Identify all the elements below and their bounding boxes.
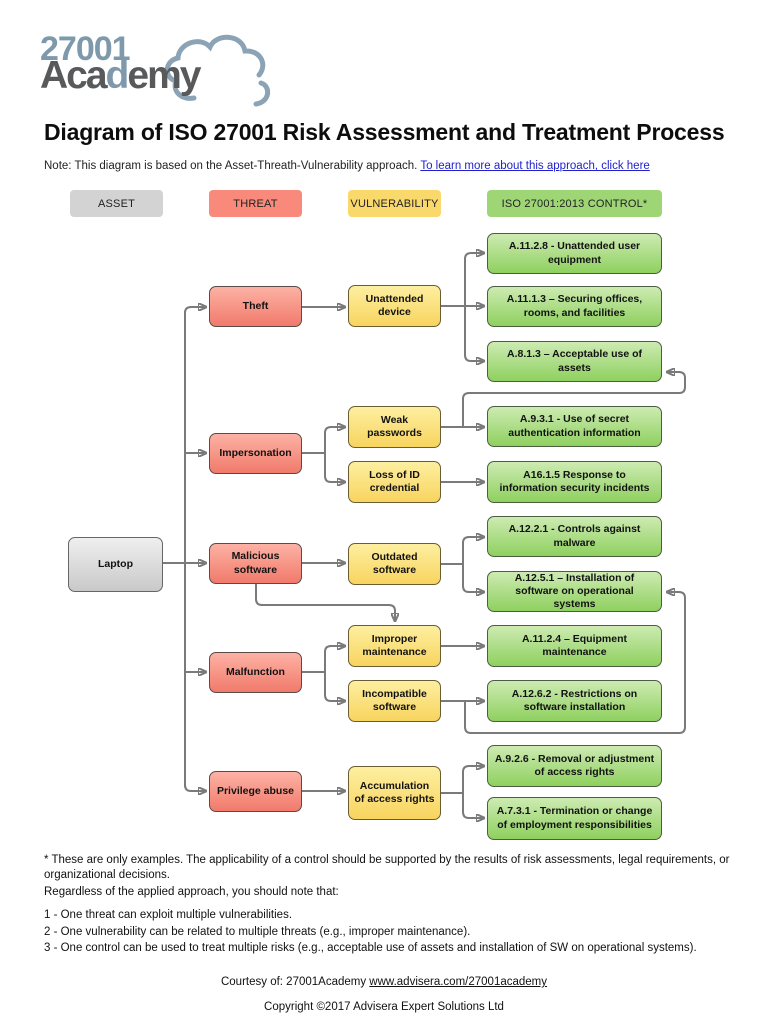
node-a-9-3-1: A.9.3.1 - Use of secret authentication i… [487,406,662,447]
connector-malfunction-to-incompatible [324,672,345,701]
node-malicious-software: Malicious software [209,543,302,584]
connector-outdated-to-a1221 [462,537,484,564]
connector-trunk-to-privilege-abuse [184,784,206,791]
column-header-threat: THREAT [209,190,302,217]
connector-accumulation-to-a731 [462,793,484,818]
node-a-12-5-1: A.12.5.1 – Installation of software on o… [487,571,662,612]
logo-27001: 27001 [40,30,131,68]
node-theft: Theft [209,286,302,327]
node-a-11-2-4: A.11.2.4 – Equipment maintenance [487,625,662,667]
node-laptop: Laptop [68,537,163,592]
connector-accumulation-to-a926 [462,766,484,793]
learn-more-link[interactable]: To learn more about this approach, click… [420,160,650,172]
node-privilege-abuse: Privilege abuse [209,771,302,812]
connector-unattended-to-a813 [464,306,484,361]
connector-impersonation-to-loss-of-id [324,453,345,482]
logo: 27001 Academy [40,28,290,108]
node-a-12-6-2: A.12.6.2 - Restrictions on software inst… [487,680,662,722]
node-accumulation-of-access-rights: Accumulation of access rights [348,766,441,820]
footnote-list: 1 - One threat can exploit multiple vuln… [44,908,752,958]
connector-unattended-to-a1128 [464,253,484,306]
node-a-8-1-3: A.8.1.3 – Acceptable use of assets [487,341,662,382]
connector-impersonation-to-weak-passwords [324,427,345,453]
footnote-star: * These are only examples. The applicabi… [44,854,730,882]
node-weak-passwords: Weak passwords [348,406,441,448]
node-a-9-2-6: A.9.2.6 - Removal or adjustment of acces… [487,745,662,787]
column-header-vulnerability: VULNERABILITY [348,190,441,217]
connector-malfunction-to-improper [324,646,345,672]
footnote-item-2: 2 - One vulnerability can be related to … [44,925,471,938]
footnote-regardless: Regardless of the applied approach, you … [44,886,339,898]
node-a-7-3-1: A.7.3.1 - Termination or change of emplo… [487,797,662,840]
connector-trunk-to-theft [184,307,206,314]
advisera-link[interactable]: www.advisera.com/27001academy [369,976,547,988]
node-a-16-1-5: A16.1.5 Response to information security… [487,461,662,503]
copyright-line: Copyright ©2017 Advisera Expert Solution… [264,1001,504,1013]
node-outdated-software: Outdated software [348,543,441,585]
connector-malicious-to-improper-maintenance [255,584,395,621]
footnote-item-1: 1 - One threat can exploit multiple vuln… [44,909,293,921]
logo-academy: Academy [40,54,201,97]
node-incompatible-software: Incompatible software [348,680,441,722]
courtesy-line: Courtesy of: 27001Academy www.advisera.c… [220,976,547,988]
page-title: Diagram of ISO 27001 Risk Assessment and… [44,119,725,145]
column-header-asset: ASSET [70,190,163,217]
node-a-11-2-8: A.11.2.8 - Unattended user equipment [487,233,662,274]
node-improper-maintenance: Improper maintenance [348,625,441,667]
column-header-control: ISO 27001:2013 CONTROL* [487,190,662,217]
node-a-11-1-3: A.11.1.3 – Securing offices, rooms, and … [487,286,662,327]
footnote-item-3: 3 - One control can be used to treat mul… [44,942,697,955]
node-a-12-2-1: A.12.2.1 - Controls against malware [487,516,662,557]
node-unattended-device: Unattended device [348,285,441,327]
cloud-icon [164,34,271,107]
node-malfunction: Malfunction [209,652,302,693]
connector-outdated-to-a1251 [462,564,484,592]
node-impersonation: Impersonation [209,433,302,474]
node-loss-of-id-credential: Loss of ID credential [348,461,441,503]
note-text: Note: This diagram is based on the Asset… [44,160,650,172]
